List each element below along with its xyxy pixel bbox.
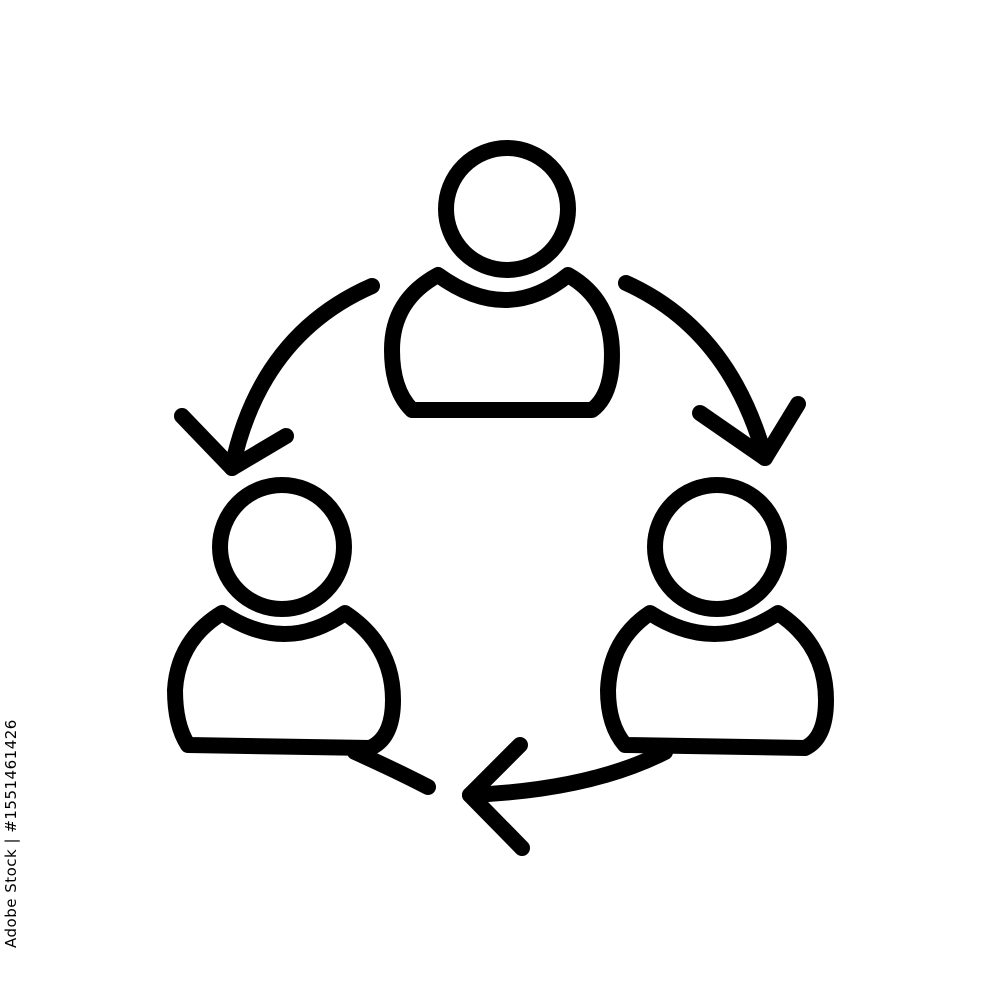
person-right-body [600,605,834,756]
person-left-icon [167,477,401,756]
arrow-bottom-shaft [462,744,673,803]
stock-id-watermark: Adobe Stock | #1551461426 [2,719,20,948]
arrow-top-left-shaft [224,278,380,476]
arrow-top-right-shaft [618,275,773,466]
arrow-bottom-tail [347,744,436,795]
person-top-icon [384,140,620,418]
arrow-top-right-head [692,396,806,466]
person-left-head [212,477,352,617]
arrow-top-right-icon [618,275,806,466]
arrow-bottom-head [462,737,530,856]
person-top-head [438,140,576,278]
person-right-head [647,477,787,617]
person-left-body [167,605,401,756]
person-top-body [384,267,620,418]
arrow-top-left-head [174,408,294,476]
arrow-bottom-icon [347,737,673,856]
arrow-top-left-icon [174,278,380,476]
person-right-icon [600,477,834,756]
